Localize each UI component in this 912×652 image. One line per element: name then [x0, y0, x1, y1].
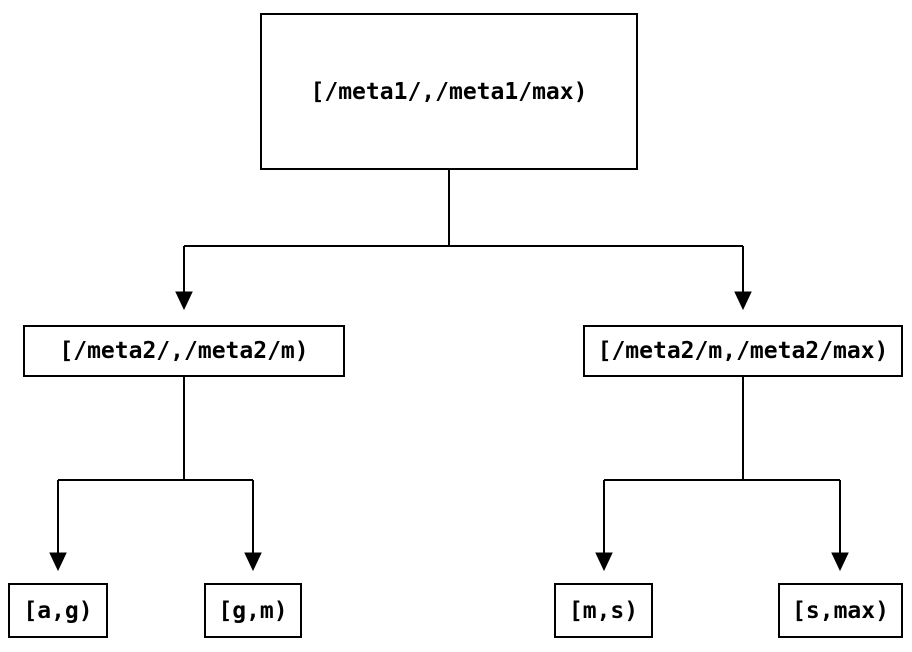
tree-node-leaf-ms-label: [m,s)	[568, 597, 639, 624]
tree-node-root-label: [/meta1/,/meta1/max)	[310, 78, 588, 105]
tree-node-leaf-gm-label: [g,m)	[218, 597, 288, 624]
tree-node-right: [/meta2/m,/meta2/max)	[583, 325, 903, 377]
arrowhead-right-node	[734, 291, 752, 311]
tree-node-leaf-gm: [g,m)	[204, 583, 302, 638]
tree-node-left-label: [/meta2/,/meta2/m)	[59, 338, 309, 364]
arrowhead-leaf-ms	[595, 552, 613, 572]
tree-node-leaf-smax-label: [s,max)	[792, 597, 889, 624]
tree-node-leaf-smax: [s,max)	[778, 583, 903, 638]
tree-node-leaf-ag-label: [a,g)	[23, 597, 93, 624]
arrowhead-leaf-smax	[831, 552, 849, 572]
tree-node-leaf-ms: [m,s)	[554, 583, 653, 638]
arrowhead-leaf-ag	[49, 552, 67, 572]
tree-node-left: [/meta2/,/meta2/m)	[23, 325, 345, 377]
arrowhead-left-node	[175, 291, 193, 311]
tree-node-leaf-ag: [a,g)	[8, 583, 108, 638]
arrowhead-leaf-gm	[244, 552, 262, 572]
tree-node-root: [/meta1/,/meta1/max)	[260, 13, 638, 170]
tree-node-right-label: [/meta2/m,/meta2/max)	[597, 338, 889, 364]
